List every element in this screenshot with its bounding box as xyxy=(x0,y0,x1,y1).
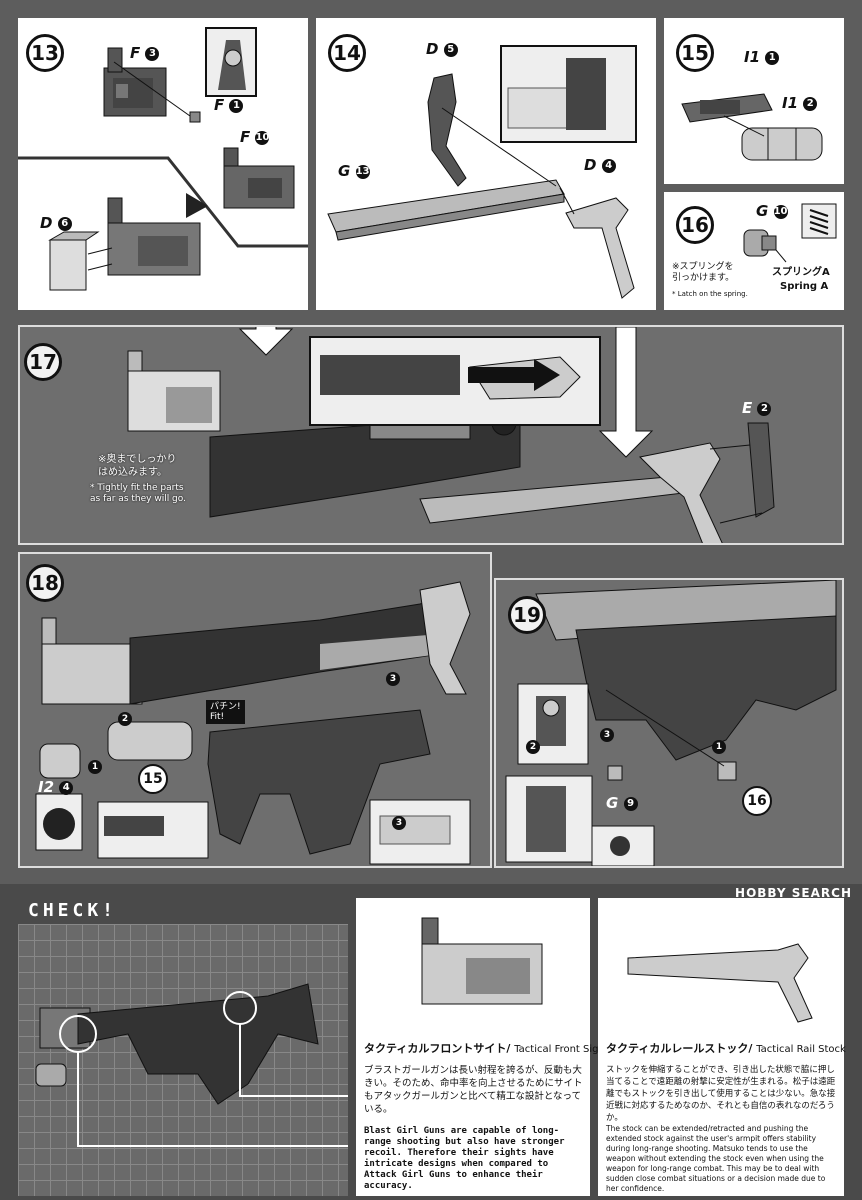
fit-sound-en: Fit! xyxy=(210,712,225,722)
order-marker-3: 3 xyxy=(386,672,400,686)
step-17-panel: 17 E 2 ※奥までしっかり はめ込みます。 * Tightly fit th… xyxy=(18,325,844,545)
runner-letter: F xyxy=(240,128,251,146)
fit-sound-label: パチン! Fit! xyxy=(206,700,245,724)
part-number: 1 xyxy=(229,98,244,113)
spring-label-jp: スプリングA xyxy=(772,267,830,278)
part-label-f3: F 3 xyxy=(130,44,160,62)
part-number: 4 xyxy=(59,780,74,795)
step-number: 14 xyxy=(328,34,366,72)
fit-note-jp: ※奥までしっかり はめ込みます。 xyxy=(98,454,177,478)
part-number: 1 xyxy=(765,50,780,65)
part-label-i11: I1 1 xyxy=(744,48,780,66)
front-sight-text-en: Blast Girl Guns are capable of long-rang… xyxy=(364,1126,565,1191)
order-marker-3-inset: 3 xyxy=(392,816,406,830)
order-marker-2: 2 xyxy=(118,712,132,726)
step-18-illustration xyxy=(35,581,471,865)
step-number: 18 xyxy=(26,564,64,602)
part-label-g9: G 9 xyxy=(606,794,638,812)
front-sight-title-en: Tactical Front Sight xyxy=(514,1044,609,1055)
runner-letter: D xyxy=(584,156,597,174)
spring-note-en: * Latch on the spring. xyxy=(672,290,748,298)
step-19-illustration xyxy=(505,580,837,866)
part-label-e2: E 2 xyxy=(742,399,772,417)
step-15-illustration xyxy=(681,93,823,161)
step-17-illustration xyxy=(127,327,775,543)
part-label-f1: F 1 xyxy=(214,96,244,114)
order-marker-1: 1 xyxy=(712,740,726,754)
runner-letter: D xyxy=(426,40,439,58)
part-number: 2 xyxy=(757,401,772,416)
step-18-panel: 18 I2 4 15 パチン! Fit! 1 2 3 3 xyxy=(18,552,492,868)
runner-letter: I2 xyxy=(38,778,55,796)
step-reference-15: 15 xyxy=(138,764,168,794)
step-reference-16: 16 xyxy=(742,786,772,816)
step-number: 15 xyxy=(676,34,714,72)
rail-stock-text-en: The stock can be extended/retracted and … xyxy=(606,1124,826,1193)
front-sight-illustration xyxy=(421,917,543,1005)
spring-note-jp: ※スプリングを 引っかけます。 xyxy=(672,262,735,283)
order-marker-3: 3 xyxy=(600,728,614,742)
runner-letter: G xyxy=(756,202,769,220)
runner-letter: I1 xyxy=(782,94,799,112)
hobby-search-watermark: HOBBY SEARCH xyxy=(735,886,852,900)
step-16-illustration xyxy=(743,203,837,263)
part-number: 6 xyxy=(57,216,72,231)
part-label-f10: F 10 xyxy=(240,128,270,146)
step-13-illustration xyxy=(18,27,308,291)
rail-stock-illustration xyxy=(627,943,813,1023)
step-15-panel: 15 I1 1 I1 2 xyxy=(664,18,844,184)
step-number: 17 xyxy=(24,343,62,381)
check-gun-illustration xyxy=(35,983,348,1147)
part-number: 2 xyxy=(803,96,818,111)
part-number: 5 xyxy=(443,42,458,57)
runner-letter: D xyxy=(40,214,53,232)
rail-stock-heading: タクティカルレールストック/ Tactical Rail Stock xyxy=(606,1040,846,1056)
rail-stock-box: タクティカルレールストック/ Tactical Rail Stock ストックを… xyxy=(598,898,846,1196)
fit-sound-jp: パチン! xyxy=(210,702,241,712)
rail-stock-title-en: Tactical Rail Stock xyxy=(756,1044,846,1055)
part-label-g13: G 13 xyxy=(338,162,370,180)
part-label-g10: G 10 xyxy=(756,202,788,220)
fit-note-en: * Tightly fit the parts as far as they w… xyxy=(90,483,186,504)
step-19-panel: 19 G 9 16 1 2 3 xyxy=(494,578,844,868)
front-sight-box: タクティカルフロントサイト/ Tactical Front Sight ブラスト… xyxy=(356,898,609,1196)
part-label-d4: D 4 xyxy=(584,156,616,174)
step-14-illustration xyxy=(327,45,637,299)
step-number: 19 xyxy=(508,596,546,634)
runner-letter: F xyxy=(130,44,141,62)
check-grid-panel xyxy=(18,924,348,1196)
step-13-panel: 13 F 3 F 1 F 10 D 6 xyxy=(18,18,308,310)
spring-label-en: Spring A xyxy=(780,281,829,292)
front-sight-title-jp: タクティカルフロントサイト/ xyxy=(364,1042,511,1055)
part-label-d5: D 5 xyxy=(426,40,458,58)
part-number: 13 xyxy=(355,164,370,179)
runner-letter: I1 xyxy=(744,48,761,66)
runner-letter: E xyxy=(742,399,753,417)
runner-letter: G xyxy=(606,794,619,812)
step-number: 16 xyxy=(676,206,714,244)
part-number: 10 xyxy=(773,204,788,219)
part-label-i24: I2 4 xyxy=(38,778,74,796)
front-sight-heading: タクティカルフロントサイト/ Tactical Front Sight xyxy=(364,1040,609,1056)
part-number: 10 xyxy=(255,130,270,145)
part-label-d6: D 6 xyxy=(40,214,72,232)
order-marker-1: 1 xyxy=(88,760,102,774)
rail-stock-text-jp: ストックを伸縮することができ、引き出した状態で脇に押し当てることで遠距離の射撃に… xyxy=(606,1065,836,1123)
step-16-panel: 16 G 10 ※スプリングを 引っかけます。 * Latch on the s… xyxy=(664,192,844,310)
part-number: 3 xyxy=(145,46,160,61)
step-number: 13 xyxy=(26,34,64,72)
rail-stock-title-jp: タクティカルレールストック/ xyxy=(606,1042,753,1055)
part-number: 4 xyxy=(601,158,616,173)
check-title: CHECK! xyxy=(28,900,118,921)
step-14-panel: 14 D 5 G 13 D 4 xyxy=(316,18,656,310)
runner-letter: F xyxy=(214,96,225,114)
front-sight-text-jp: ブラストガールガンは長い射程を誇るが、反動も大きい。そのため、命中率を向上させる… xyxy=(364,1065,583,1115)
runner-letter: G xyxy=(338,162,351,180)
part-number: 9 xyxy=(623,796,638,811)
order-marker-2: 2 xyxy=(526,740,540,754)
part-label-i12: I1 2 xyxy=(782,94,818,112)
